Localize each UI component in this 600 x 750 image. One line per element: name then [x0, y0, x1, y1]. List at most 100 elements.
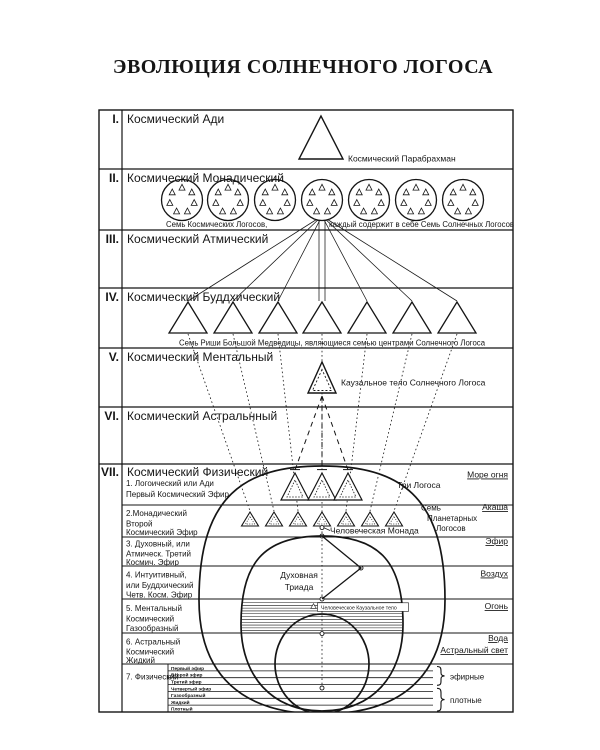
right-label-astral-light: Астральный свет: [440, 645, 508, 655]
solar-logos-mini-triangle: [234, 188, 242, 196]
rishi-triangle: [167, 300, 209, 334]
physical-layer-label: Третий эфир: [171, 679, 202, 686]
solar-logos-mini-triangle: [400, 198, 408, 206]
solar-logos-mini-triangle: [459, 183, 467, 191]
axis-node: [319, 525, 325, 531]
causal-descent-dashed-line: [294, 395, 323, 471]
solar-logos-mini-triangle: [261, 188, 269, 196]
subrow-dividers: [122, 504, 513, 712]
solar-logos-mini-triangle: [471, 198, 479, 206]
solar-logos-mini-triangle: [259, 198, 267, 206]
solar-logos-mini-triangle: [318, 183, 326, 191]
solar-logos-mini-triangle: [178, 183, 186, 191]
three-logoi-label: Три Логоса: [397, 480, 441, 490]
logos-inner-dotted-triangle: [339, 479, 357, 498]
physical-layer-label: Второй эфир: [171, 672, 203, 679]
solar-logos-mini-triangle: [229, 207, 238, 215]
solar-logos-mini-triangle: [224, 183, 232, 191]
descent-dotted-line: [393, 333, 458, 512]
planetary-logos-triangle: [288, 510, 308, 527]
spiritual-triad-label: Духовная: [280, 570, 318, 580]
human-causal-body-box: [317, 602, 409, 612]
planetary-inner-dotted-triangle: [340, 515, 352, 525]
human-causal-body-marker-triangle: [310, 602, 317, 609]
solar-system-outer-circle: [198, 465, 446, 712]
rishi-triangle: [436, 300, 478, 334]
subrow-label: Второй: [126, 520, 152, 529]
human-causal-body-label: Человеческое Каузальное тело: [321, 606, 397, 612]
axis-node: [319, 631, 325, 637]
solar-logos-mini-triangle: [365, 183, 373, 191]
solar-logos-mini-triangle: [447, 198, 455, 206]
solar-causal-body-inner-triangle: [311, 368, 333, 391]
solar-causal-body-label: Каузальное тело Солнечного Логоса: [341, 378, 486, 388]
row-header-astral: Космический Астральнный: [127, 409, 277, 423]
subrow-label: Жидкий: [126, 656, 155, 665]
solar-logos-mini-triangle: [377, 198, 385, 206]
solar-logos-mini-triangle: [355, 188, 363, 196]
row-numeral: VII.: [101, 465, 119, 479]
row-numeral: IV.: [105, 290, 119, 304]
subrow-label: или Буддхический: [126, 581, 194, 590]
subrow-label: Атмическ. Третий: [126, 550, 191, 559]
cosmic-logos-circle: [206, 178, 250, 222]
solar-logos-mini-triangle: [330, 198, 338, 206]
row-numeral: VI.: [104, 409, 119, 423]
dense-brace: [436, 687, 445, 712]
solar-logos-mini-triangle: [188, 188, 196, 196]
solar-logos-mini-triangle: [453, 207, 462, 215]
cosmic-logos-circle: [300, 178, 344, 222]
etheric-brace: [436, 665, 445, 686]
row-header-monadic: Космический Монадический: [127, 171, 284, 185]
emanation-line: [321, 215, 458, 302]
rishi-triangle: [212, 300, 254, 334]
planetary-inner-dotted-triangle: [244, 515, 256, 525]
right-label-fire-sea: Море огня: [467, 470, 508, 480]
row-dividers: [99, 168, 513, 465]
page-title: ЭВОЛЮЦИЯ СОЛНЕЧНОГО ЛОГОСА: [113, 56, 493, 78]
logos-inner-dotted-triangle: [313, 479, 331, 498]
physical-layer-label: Первый эфир: [171, 665, 204, 672]
subrow-label: 4. Интуитивный,: [126, 571, 187, 580]
cosmic-logos-circle: [347, 178, 391, 222]
subrow-label: Космический: [126, 615, 174, 624]
subrow-label: 6. Астральный: [126, 638, 180, 647]
subrow-label: 7. Физический: [126, 673, 179, 682]
row-header-physical: Космический Физический: [127, 465, 268, 479]
row-numeral: III.: [106, 232, 119, 246]
planetary-logos-triangle: [336, 510, 356, 527]
row-header-buddhic: Космический Буддхический: [127, 290, 280, 304]
physical-layer-label: Плотный: [171, 705, 193, 712]
emanation-line: [187, 215, 323, 302]
solar-logos-mini-triangle: [172, 207, 181, 215]
emanation-line: [321, 215, 368, 302]
solar-logos-mini-triangle: [308, 188, 316, 196]
each-contains-label: каждый содержит в себе Семь Солнечных Ло…: [329, 220, 514, 229]
logos-triangle: [333, 471, 363, 501]
subrow-label: Космич. Эфир: [126, 558, 179, 567]
solar-logos-mini-triangle: [375, 188, 383, 196]
cosmic-logos-circle: [160, 178, 204, 222]
planetary-logos-triangle: [384, 510, 404, 527]
etheric-brace-label: эфирные: [450, 673, 485, 682]
planetary-logos-triangle: [240, 510, 260, 527]
logos-inner-dotted-triangle: [286, 479, 304, 498]
solar-logos-mini-triangle: [353, 198, 361, 206]
solar-system-middle-circle: [240, 535, 404, 712]
row-header-adi: Космический Ади: [127, 112, 224, 126]
descent-dotted-line: [187, 333, 251, 512]
solar-logos-mini-triangle: [412, 183, 420, 191]
solar-logos-mini-triangle: [312, 207, 321, 215]
right-label-ether: Эфир: [485, 536, 508, 546]
dense-brace-label: плотные: [450, 696, 482, 705]
solar-logos-mini-triangle: [190, 198, 198, 206]
solar-logos-mini-triangle: [449, 188, 457, 196]
emanation-line: [321, 215, 413, 302]
solar-logos-mini-triangle: [218, 207, 227, 215]
seven-planetary-logoi-label: Семь: [421, 504, 441, 513]
descent-dotted-line: [369, 333, 413, 512]
causal-descent-dashed-line: [321, 395, 349, 471]
rishi-triangle: [391, 300, 433, 334]
right-label-water: Вода: [488, 633, 508, 643]
cosmic-logos-circle: [253, 178, 297, 222]
